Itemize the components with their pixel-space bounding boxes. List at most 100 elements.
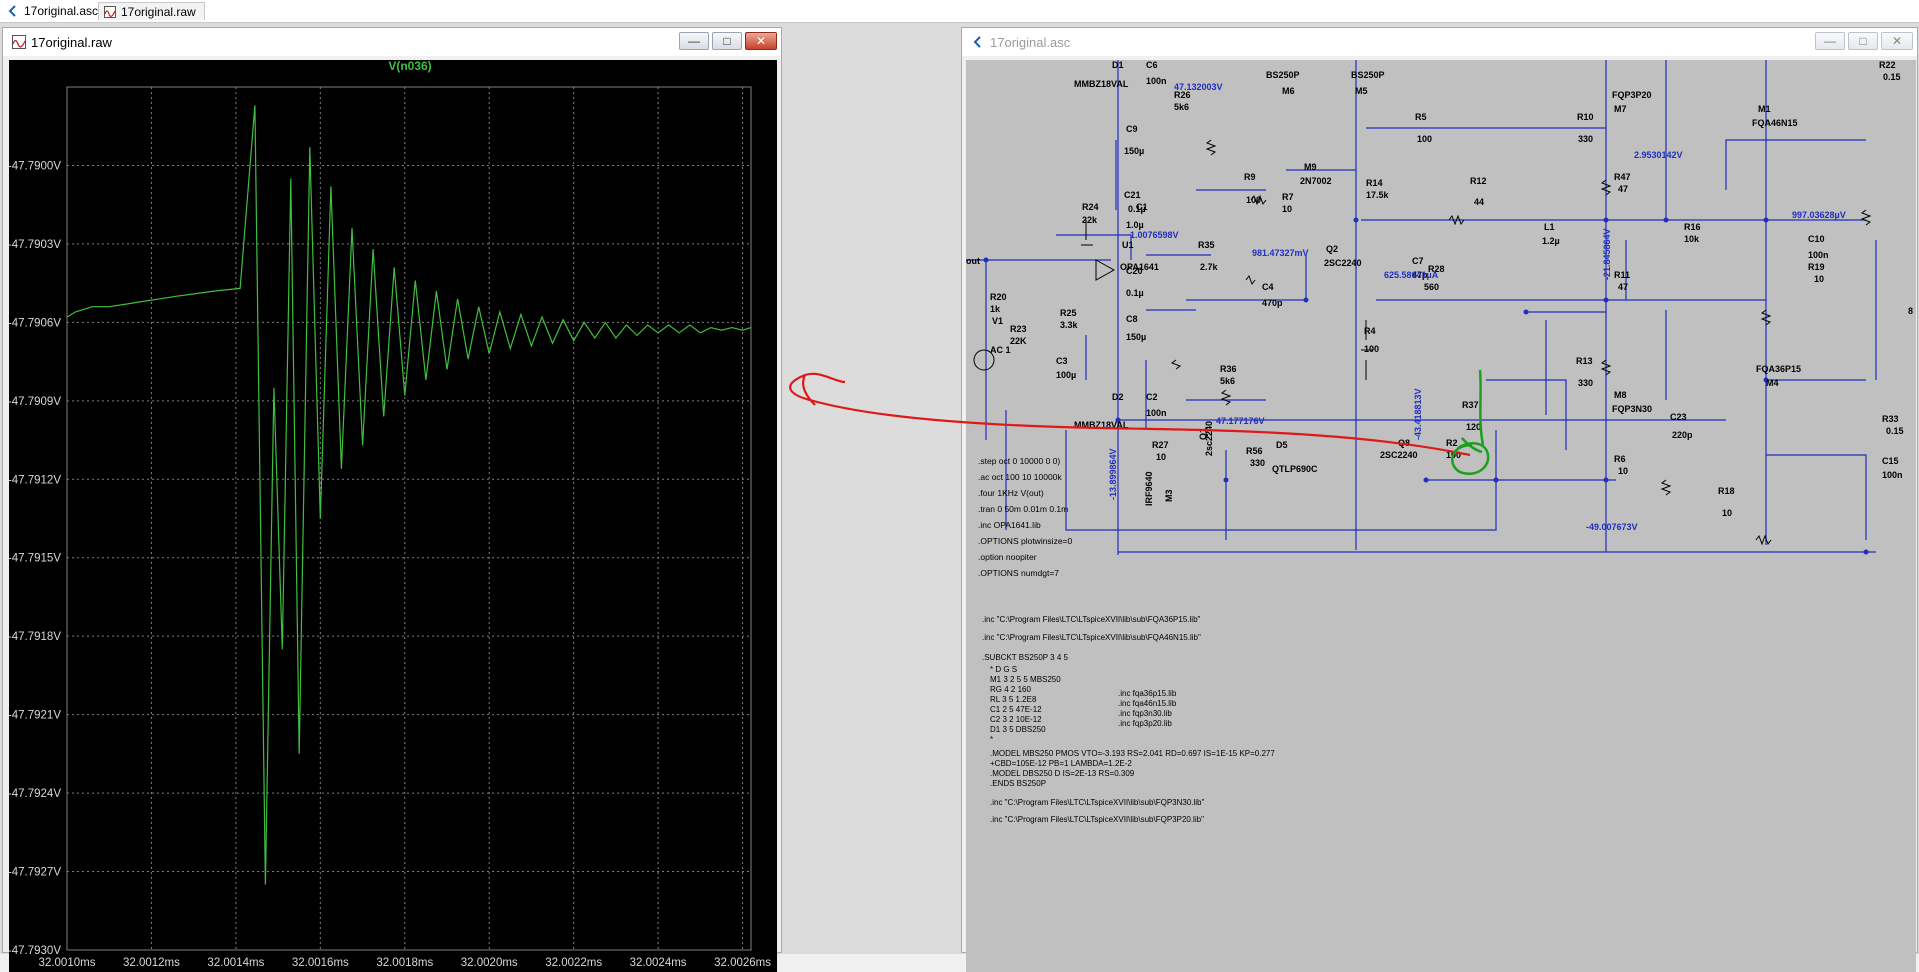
component-label-r47v[interactable]: 47 — [1618, 184, 1628, 194]
netlist-line[interactable]: .ENDS BS250P — [990, 779, 1046, 788]
include-line[interactable]: .inc fqp3n30.lib — [1118, 709, 1172, 718]
spice-directive[interactable]: .OPTIONS numdgt=7 — [978, 568, 1059, 578]
component-label-r25[interactable]: R25 — [1060, 308, 1077, 318]
op-point-label[interactable]: 47.132003V — [1174, 82, 1223, 92]
component-label-m8[interactable]: M8 — [1614, 390, 1627, 400]
netlist-line[interactable]: M1 3 2 5 5 MBS250 — [990, 675, 1061, 684]
netlist-line[interactable]: RG 4 2 160 — [990, 685, 1031, 694]
component-label-fqp3n30[interactable]: FQP3N30 — [1612, 404, 1652, 414]
waveform-plot-pane[interactable]: -47.7900V-47.7903V-47.7906V-47.7909V-47.… — [9, 60, 777, 972]
op-point-label[interactable]: 47.177176V — [1216, 416, 1265, 426]
component-label-r14v[interactable]: 17.5k — [1366, 190, 1390, 200]
component-label-mmbz18val[interactable]: MMBZ18VAL — [1074, 79, 1129, 89]
component-label-r5[interactable]: R5 — [1415, 112, 1427, 122]
component-label-c3[interactable]: C3 — [1056, 356, 1068, 366]
component-label-r16[interactable]: R16 — [1684, 222, 1701, 232]
tab-schematic[interactable]: 17original.asc — [2, 2, 106, 20]
minimize-button[interactable]: — — [679, 32, 709, 50]
netlist-line[interactable]: .inc "C:\Program Files\LTC\LTspiceXVII\l… — [982, 633, 1201, 642]
component-label-r5v[interactable]: 100 — [1417, 134, 1432, 144]
component-label-q2[interactable]: Q2 — [1326, 244, 1338, 254]
op-point-label[interactable]: -49.007673V — [1586, 522, 1638, 532]
component-label-mmbz18val2[interactable]: MMBZ18VAL — [1074, 420, 1129, 430]
component-label-qtlp690c[interactable]: QTLP690C — [1272, 464, 1318, 474]
component-label-r20v[interactable]: 1k — [990, 304, 1001, 314]
component-label-r2v[interactable]: 100 — [1446, 450, 1461, 460]
component-label-r33[interactable]: R33 — [1882, 414, 1899, 424]
component-label-r13[interactable]: R13 — [1576, 356, 1593, 366]
maximize-button[interactable]: □ — [712, 32, 742, 50]
component-label-r20[interactable]: R20 — [990, 292, 1007, 302]
op-point-label[interactable]: 997.03628µV — [1792, 210, 1846, 220]
component-label-m1[interactable]: M1 — [1758, 104, 1771, 114]
component-label-r11v[interactable]: 47 — [1618, 282, 1628, 292]
component-label-m9[interactable]: M9 — [1304, 162, 1317, 172]
spice-directives[interactable]: .step oct 0 10000 0 0).ac oct 100 10 100… — [978, 456, 1073, 578]
component-label-r28v[interactable]: 560 — [1424, 282, 1439, 292]
netlist-line[interactable]: * D G S — [990, 665, 1017, 674]
component-label-r47[interactable]: R47 — [1614, 172, 1631, 182]
component-label-d1[interactable]: D1 — [1112, 60, 1124, 70]
component-label-r26v[interactable]: 5k6 — [1174, 102, 1189, 112]
component-label-c10[interactable]: C10 — [1808, 234, 1825, 244]
component-label-r22[interactable]: R22 — [1879, 60, 1896, 70]
spice-directive[interactable]: .option noopiter — [978, 552, 1037, 562]
include-list[interactable]: .inc fqa36p15.lib.inc fqa46n15.lib.inc f… — [1118, 689, 1177, 728]
spice-directive[interactable]: .ac oct 100 10 10000k — [978, 472, 1062, 482]
component-label-d2[interactable]: D2 — [1112, 392, 1124, 402]
component-label-ac1[interactable]: AC 1 — [990, 345, 1011, 355]
component-label-c2[interactable]: C2 — [1146, 392, 1158, 402]
netlist-line[interactable]: +CBD=105E-12 PB=1 LAMBDA=1.2E-2 — [990, 759, 1132, 768]
netlist-line[interactable]: * — [990, 735, 993, 744]
op-point-label[interactable]: 1.0076598V — [1130, 230, 1179, 240]
component-label-fqa46n15[interactable]: FQA46N15 — [1752, 118, 1798, 128]
netlist-line[interactable]: .inc "C:\Program Files\LTC\LTspiceXVII\l… — [982, 615, 1201, 624]
close-button[interactable]: ✕ — [1881, 32, 1913, 50]
waveform-window-titlebar[interactable]: 17original.raw — □ ✕ — [3, 28, 781, 56]
component-label-m6[interactable]: M6 — [1282, 86, 1295, 96]
netlist-line[interactable]: RL 3 5 1.2E8 — [990, 695, 1037, 704]
component-label-2sc2240[interactable]: 2sc2240 — [1204, 421, 1214, 456]
component-label-c10v[interactable]: 100n — [1808, 250, 1829, 260]
netlist-line[interactable]: C1 2 5 47E-12 — [990, 705, 1042, 714]
component-label-r19v[interactable]: 10 — [1814, 274, 1824, 284]
op-point-label[interactable]: 625.58641µA — [1384, 270, 1439, 280]
component-label-c7[interactable]: C7 — [1412, 256, 1424, 266]
component-label-c9v[interactable]: 150µ — [1124, 146, 1144, 156]
component-label-2sc2240b[interactable]: 2SC2240 — [1380, 450, 1418, 460]
component-label-c1[interactable]: C1 — [1136, 202, 1148, 212]
netlist-line[interactable]: .SUBCKT BS250P 3 4 5 — [982, 653, 1069, 662]
op-point-label[interactable]: -21.845864V — [1602, 228, 1612, 280]
component-label-c21[interactable]: C21 — [1124, 190, 1141, 200]
trace-label[interactable]: V(n036) — [388, 60, 431, 73]
include-line[interactable]: .inc fqa46n15.lib — [1118, 699, 1177, 708]
component-label-m4[interactable]: M4 — [1766, 378, 1779, 388]
waveform-plot[interactable]: -47.7900V-47.7903V-47.7906V-47.7909V-47.… — [9, 60, 777, 972]
trace-v-n036[interactable] — [66, 105, 752, 885]
component-label-r2[interactable]: R2 — [1446, 438, 1458, 448]
component-label-r13v[interactable]: 330 — [1578, 378, 1593, 388]
component-label-r56v[interactable]: 330 — [1250, 458, 1265, 468]
component-label-r7v[interactable]: 10 — [1282, 204, 1292, 214]
component-label-l1v[interactable]: 1.2µ — [1542, 236, 1560, 246]
component-label-r19[interactable]: R19 — [1808, 262, 1825, 272]
component-label-r10[interactable]: R10 — [1577, 112, 1594, 122]
minimize-button[interactable]: — — [1815, 32, 1845, 50]
component-label-r56[interactable]: R56 — [1246, 446, 1263, 456]
netlist-line[interactable]: D1 3 5 DBS250 — [990, 725, 1046, 734]
component-label-r24v[interactable]: 22k — [1082, 215, 1098, 225]
component-label-r36v[interactable]: 5k6 — [1220, 376, 1235, 386]
component-label-c20[interactable]: C20 — [1126, 266, 1143, 276]
component-label-d5[interactable]: D5 — [1276, 440, 1288, 450]
component-label-m3[interactable]: M3 — [1164, 489, 1174, 502]
component-label-u1[interactable]: U1 — [1122, 240, 1134, 250]
component-label-c15[interactable]: C15 — [1882, 456, 1899, 466]
component-label-fqp3p20[interactable]: FQP3P20 — [1612, 90, 1652, 100]
component-label-v1[interactable]: V1 — [992, 316, 1003, 326]
component-label-r25v[interactable]: 3.3k — [1060, 320, 1079, 330]
schematic-window-titlebar[interactable]: 17original.asc — □ ✕ — [962, 28, 1917, 56]
spice-directive[interactable]: .inc OPA1641.lib — [978, 520, 1041, 530]
spice-directive[interactable]: .OPTIONS plotwinsize=0 — [978, 536, 1073, 546]
component-label-r18v[interactable]: 10 — [1722, 508, 1732, 518]
